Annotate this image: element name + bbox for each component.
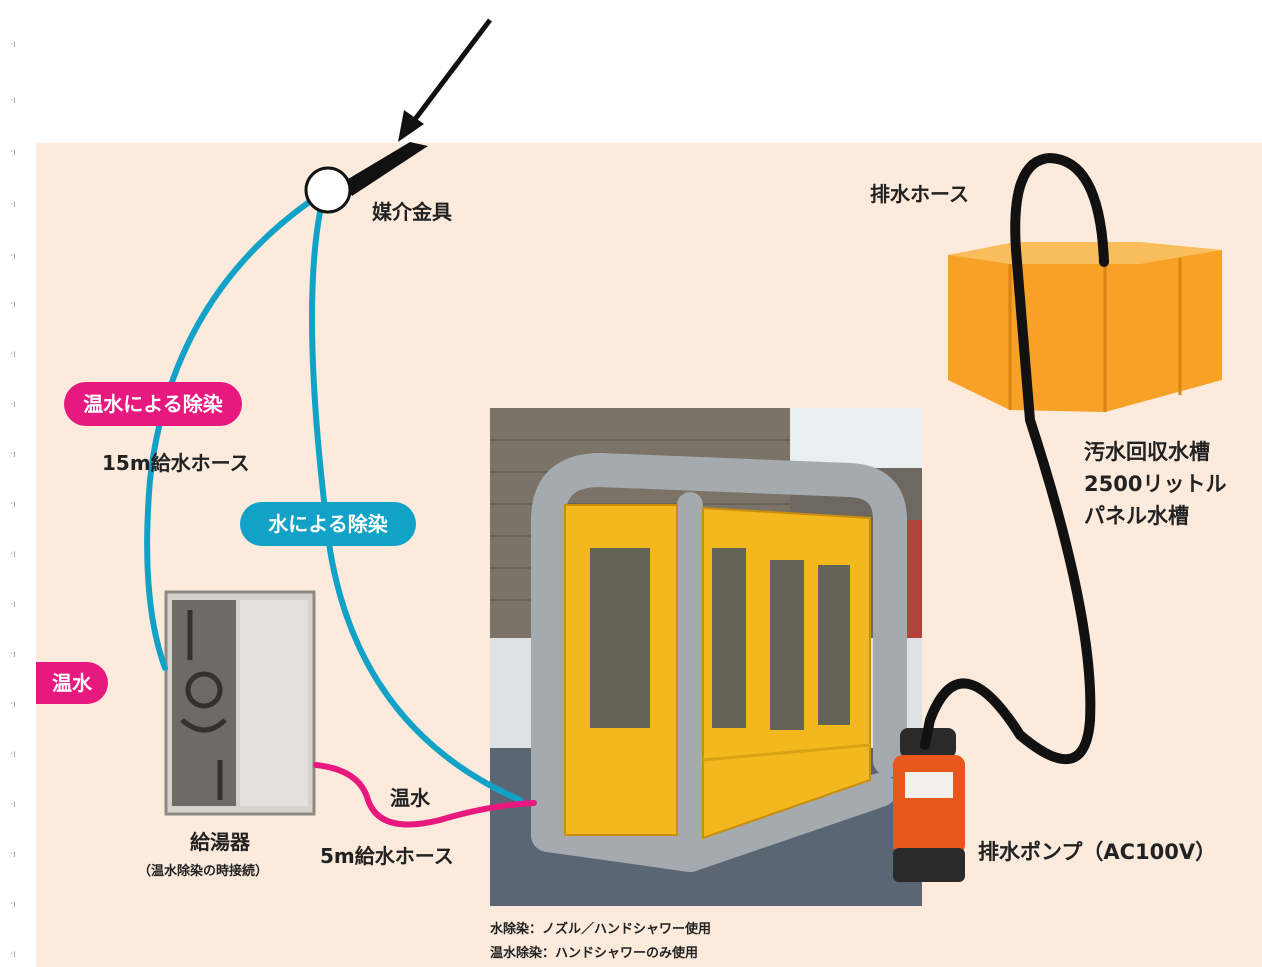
hot-water-decon-badge: 温水による除染 — [64, 382, 242, 426]
water-decon-badge: 水による除染 — [240, 502, 416, 546]
hose-5m-label: 5m給水ホース — [320, 844, 454, 868]
drain-hose-line — [920, 152, 1109, 765]
wastewater-tank — [948, 242, 1222, 412]
heater-note-label: （温水除染の時接続） — [138, 864, 269, 879]
hot-water-hose-label: 温水 — [390, 786, 430, 810]
tank-label: 汚水回収水槽 2500リットル パネル水槽 — [1084, 436, 1226, 532]
water-heater — [164, 590, 316, 816]
arrow-icon — [398, 18, 492, 142]
tank-label-line2: 2500リットル — [1084, 472, 1227, 496]
water-hoses — [144, 197, 523, 803]
coupler-fitting — [304, 142, 428, 214]
coupler-label: 媒介金具 — [372, 200, 452, 224]
heater-name-label: 給湯器 — [190, 830, 250, 854]
pump-label: 排水ポンプ（AC100V） — [978, 840, 1217, 864]
hot-water-badge: 温水 — [36, 662, 108, 704]
hot-water-hose-line — [313, 762, 537, 828]
hose-15m-label: 15m給水ホース — [102, 451, 250, 475]
drain-hose-label: 排水ホース — [870, 182, 969, 206]
tank-label-line1: 汚水回収水槽 — [1084, 440, 1210, 464]
tent-photo — [490, 408, 922, 906]
tank-label-line3: パネル水槽 — [1084, 504, 1189, 528]
drain-pump — [893, 728, 965, 882]
footnote-line1: 水除染：ノズル／ハンドシャワー使用 — [490, 922, 712, 937]
footnote-line2: 温水除染：ハンドシャワーのみ使用 — [490, 946, 699, 961]
